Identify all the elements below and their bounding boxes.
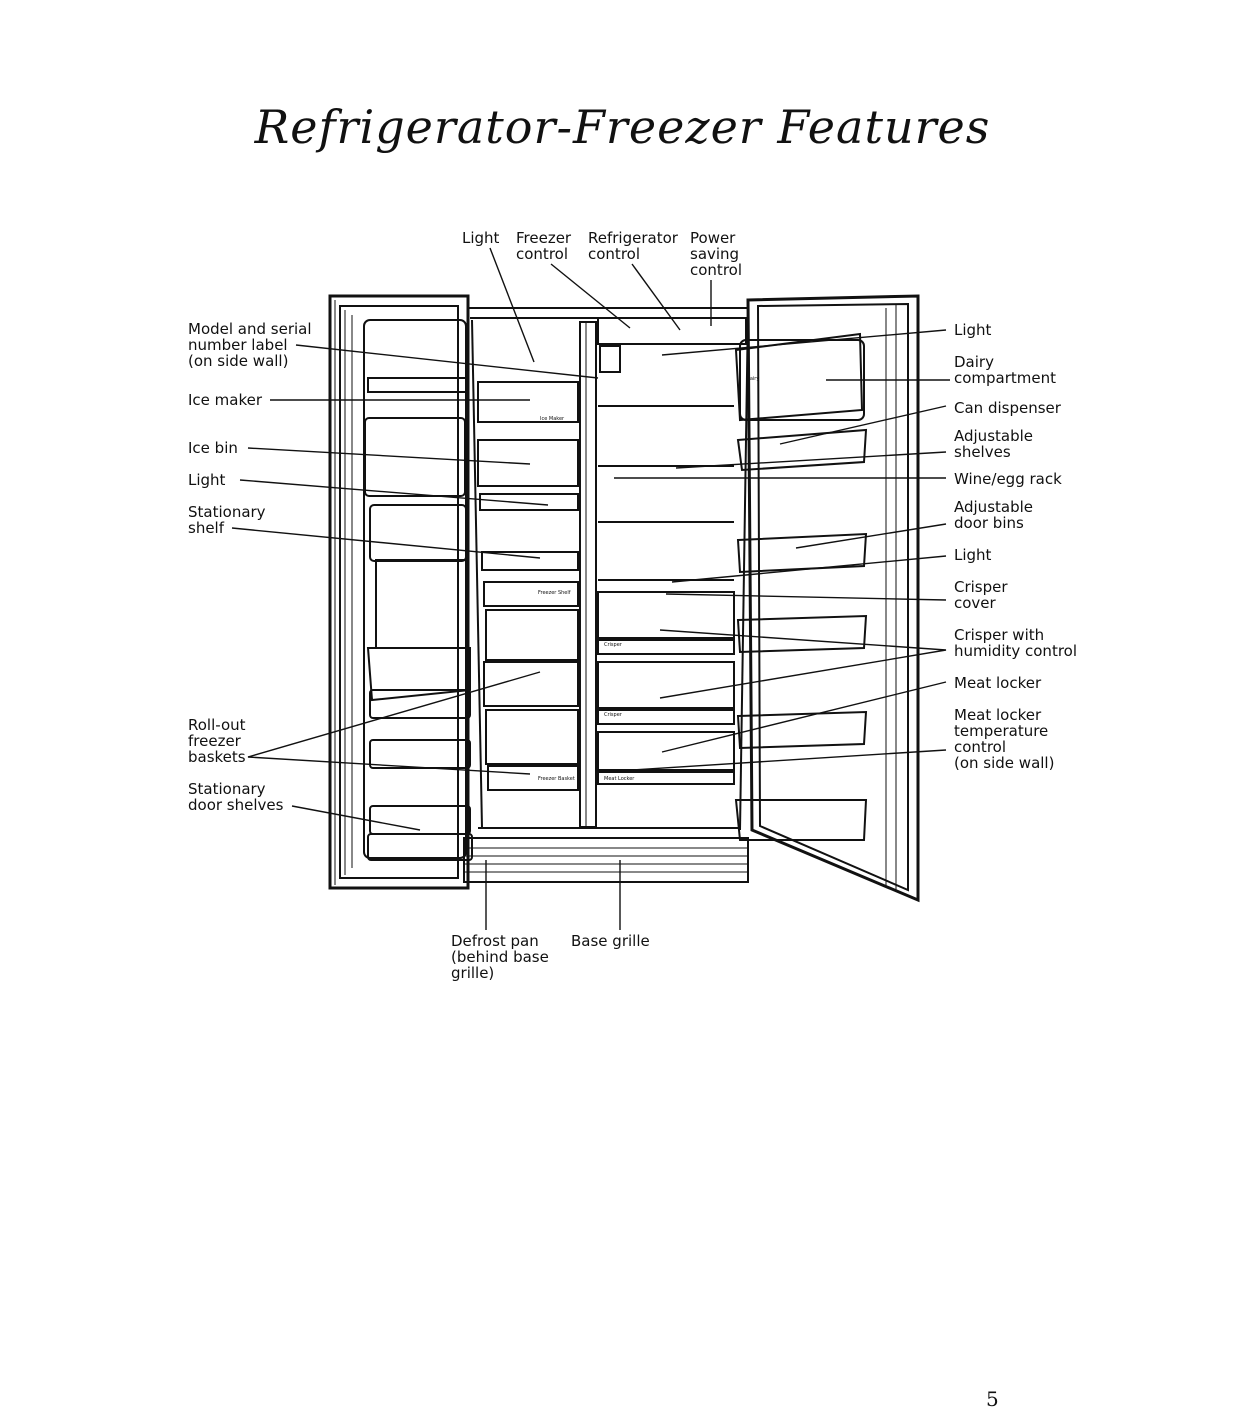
label-adjustable-door-bins: Adjustable door bins (954, 498, 1033, 532)
label-refrigerator-control: Refrigerator control (588, 229, 678, 263)
label-ice-bin: Ice bin (188, 439, 238, 457)
tag-crisper-2: Crisper (604, 712, 622, 718)
tag-meat-locker: Meat Locker (604, 776, 635, 782)
label-light-right-mid: Light (954, 546, 992, 564)
label-light-top: Light (462, 229, 500, 247)
label-base-grille: Base grille (571, 932, 650, 950)
label-stationary-shelf: Stationary shelf (188, 503, 266, 537)
page-title: Refrigerator-Freezer Features (254, 100, 991, 154)
label-crisper-cover: Crisper cover (954, 578, 1008, 612)
label-power-saving-control: Power saving control (690, 229, 742, 279)
label-defrost-pan: Defrost pan (behind base grille) (451, 932, 549, 982)
label-light-freezer: Light (188, 471, 226, 489)
freezer-door (328, 294, 473, 890)
label-freezer-control: Freezer control (516, 229, 572, 263)
tag-dairy: Dairy (746, 376, 760, 382)
label-dairy-compartment: Dairy compartment (954, 353, 1057, 387)
label-roll-out-baskets: Roll-out freezer baskets (188, 716, 246, 766)
tag-freezer-shelf: Freezer Shelf (538, 590, 571, 596)
tag-freezer-basket: Freezer Basket (538, 776, 575, 782)
label-light-right-top: Light (954, 321, 992, 339)
tag-ice-maker: Ice Maker (540, 416, 565, 422)
page-number: 5 (986, 1387, 999, 1411)
label-crisper-humidity: Crisper with humidity control (954, 626, 1078, 660)
label-can-dispenser: Can dispenser (954, 399, 1061, 417)
label-adjustable-shelves: Adjustable shelves (954, 427, 1033, 461)
label-ice-maker: Ice maker (188, 391, 263, 409)
label-meat-locker-temp: Meat locker temperature control (on side… (954, 706, 1055, 772)
label-stationary-door-shelves: Stationary door shelves (188, 780, 284, 814)
leader-lines (231, 247, 950, 930)
label-wine-egg-rack: Wine/egg rack (954, 470, 1062, 488)
label-model-serial: Model and serial number label (on side w… (188, 320, 312, 370)
tag-crisper-1: Crisper (604, 642, 622, 648)
label-meat-locker: Meat locker (954, 674, 1042, 692)
